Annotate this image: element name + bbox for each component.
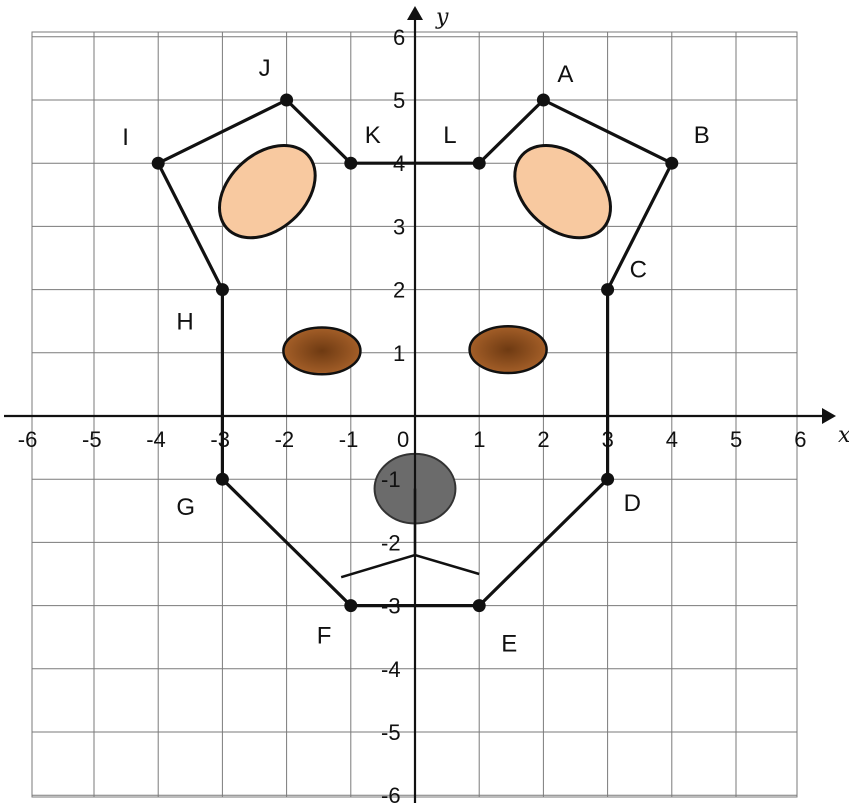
- point-label-j: J: [259, 55, 271, 82]
- x-axis-label: x: [838, 423, 849, 448]
- point-label-h: H: [176, 309, 193, 336]
- x-tick-label: -6: [18, 427, 38, 452]
- vertex-f: [344, 599, 357, 612]
- y-tick-label: -1: [381, 467, 401, 492]
- x-tick-label: 0: [397, 427, 409, 452]
- vertex-c: [601, 283, 614, 296]
- point-label-l: L: [443, 122, 456, 149]
- x-tick-label: -4: [146, 427, 166, 452]
- vertex-k: [344, 157, 357, 170]
- y-tick-label: 5: [393, 88, 405, 113]
- x-tick-label: -2: [275, 427, 295, 452]
- vertex-j: [280, 94, 293, 107]
- vertex-l: [473, 157, 486, 170]
- x-tick-label: 2: [537, 427, 549, 452]
- y-tick-label: -4: [381, 657, 401, 682]
- right-eye: [470, 326, 547, 373]
- vertex-g: [216, 473, 229, 486]
- y-axis-label: y: [435, 5, 449, 30]
- x-tick-label: -1: [339, 427, 359, 452]
- y-tick-label: -6: [381, 783, 401, 807]
- vertex-i: [152, 157, 165, 170]
- vertex-h: [216, 283, 229, 296]
- x-tick-label: 5: [730, 427, 742, 452]
- point-label-e: E: [501, 631, 517, 658]
- point-label-i: I: [122, 124, 129, 151]
- x-tick-label: 6: [794, 427, 806, 452]
- point-label-g: G: [176, 494, 195, 521]
- y-tick-label: -5: [381, 720, 401, 745]
- y-axis-arrow: [407, 6, 423, 20]
- point-label-k: K: [365, 122, 381, 149]
- y-tick-label: 4: [393, 151, 405, 176]
- vertex-e: [473, 599, 486, 612]
- y-tick-label: -2: [381, 530, 401, 555]
- right-ear-inner: [497, 127, 629, 256]
- point-label-c: C: [630, 257, 647, 284]
- x-tick-label: 1: [473, 427, 485, 452]
- x-tick-label: -3: [210, 427, 230, 452]
- x-tick-label: -5: [82, 427, 102, 452]
- y-tick-label: 3: [393, 214, 405, 239]
- y-tick-label: 6: [393, 25, 405, 50]
- x-axis-arrow: [822, 408, 836, 424]
- axes: xy: [4, 5, 849, 803]
- y-tick-label: -3: [381, 594, 401, 619]
- y-tick-label: 1: [393, 341, 405, 366]
- point-label-b: B: [694, 122, 710, 149]
- mouth: [341, 555, 479, 577]
- point-label-f: F: [317, 623, 332, 650]
- vertex-d: [601, 473, 614, 486]
- point-label-d: D: [624, 490, 641, 517]
- left-ear-inner: [201, 127, 333, 256]
- x-tick-label: 4: [666, 427, 678, 452]
- x-tick-label: 3: [602, 427, 614, 452]
- vertex-b: [665, 157, 678, 170]
- left-eye: [283, 328, 360, 375]
- point-label-a: A: [557, 61, 573, 88]
- vertex-a: [537, 94, 550, 107]
- y-tick-label: 2: [393, 278, 405, 303]
